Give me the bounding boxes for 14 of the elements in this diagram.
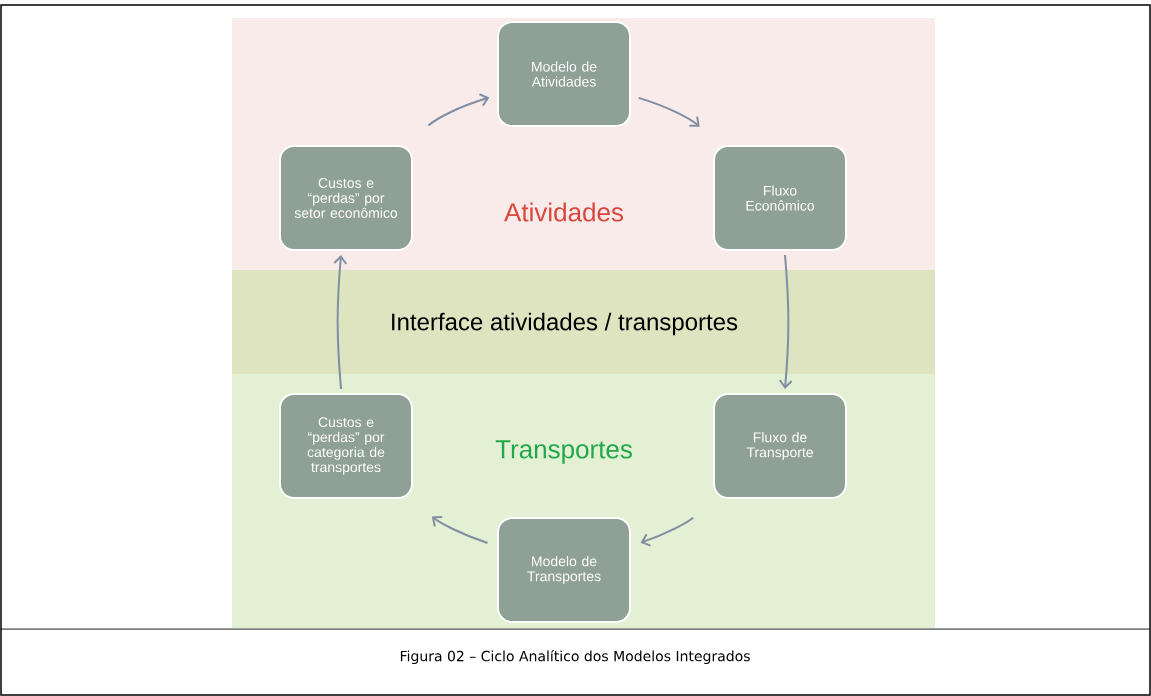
arrow bbox=[333, 255, 348, 390]
arrow bbox=[431, 516, 489, 544]
process-box: Fluxo de Transporte bbox=[713, 393, 847, 499]
process-box: Custos e “perdas” por setor econômico bbox=[279, 145, 413, 251]
process-box: Modelo de Atividades bbox=[497, 21, 631, 127]
arrow bbox=[640, 516, 695, 547]
process-box: Modelo de Transportes bbox=[497, 517, 631, 623]
band-label: Interface atividades / transportes bbox=[392, 312, 738, 336]
process-box: Fluxo Econômico bbox=[713, 145, 847, 251]
caption: Figura 02 – Ciclo Analítico dos Modelos Integrados bbox=[400, 649, 750, 665]
process-box: Custos e “perdas” por categoria de transportes bbox=[279, 393, 413, 499]
arrow bbox=[778, 254, 793, 390]
arrow bbox=[637, 96, 700, 127]
arrow bbox=[427, 93, 490, 127]
